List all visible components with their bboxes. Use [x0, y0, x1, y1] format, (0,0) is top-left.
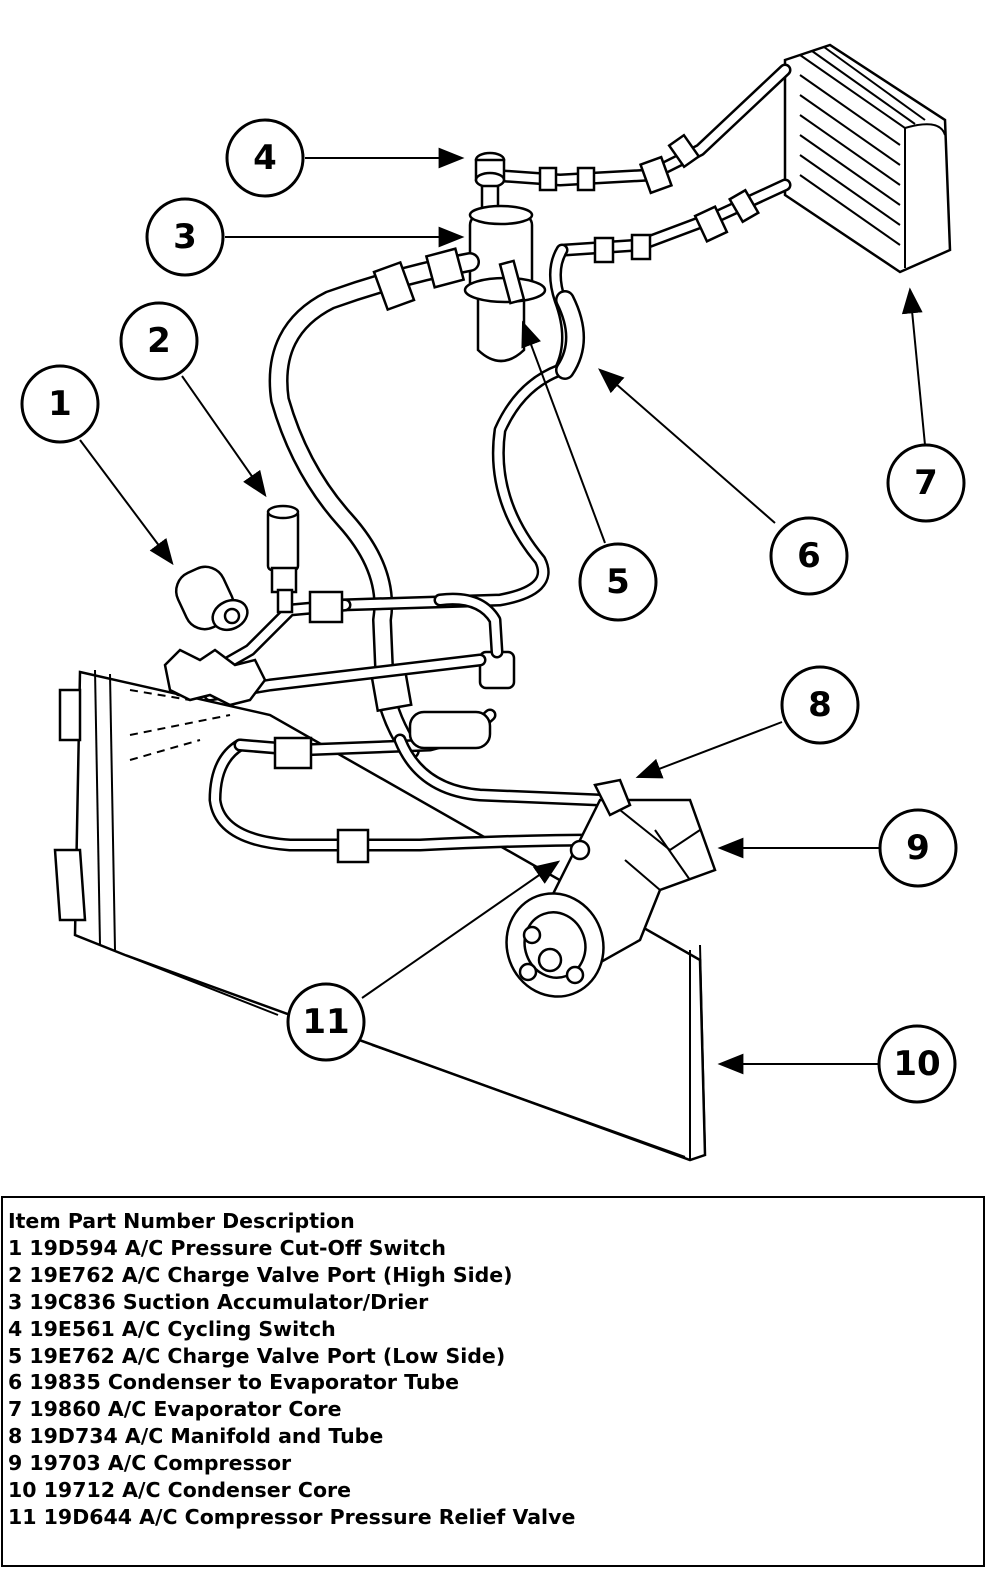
legend-row: 4 19E561 A/C Cycling Switch	[8, 1316, 336, 1341]
callout-9: 9	[878, 808, 958, 888]
svg-text:8: 8	[808, 685, 832, 725]
suction-accumulator	[463, 204, 547, 363]
ac-system-diagram: 1 2 3 4 5 6 7 8 9 10 11	[20, 43, 966, 1162]
legend-row: 3 19C836 Suction Accumulator/Drier	[8, 1289, 429, 1314]
svg-text:11: 11	[302, 1002, 349, 1042]
legend-row: 7 19860 A/C Evaporator Core	[8, 1397, 342, 1422]
legend-row: 1 19D594 A/C Pressure Cut-Off Switch	[8, 1235, 446, 1260]
manifold-and-tube	[208, 592, 607, 864]
compressor	[505, 778, 717, 998]
legend-row: 5 19E762 A/C Charge Valve Port (Low Side…	[8, 1343, 506, 1368]
callout-10: 10	[877, 1024, 957, 1104]
svg-text:7: 7	[914, 463, 938, 503]
charge-valve-port-high-side	[266, 504, 300, 614]
legend-row: 6 19835 Condenser to Evaporator Tube	[8, 1370, 460, 1395]
leader-lines	[79, 147, 926, 1158]
svg-text:6: 6	[797, 536, 821, 576]
svg-text:4: 4	[253, 138, 277, 178]
callout-11: 11	[286, 982, 366, 1062]
callout-2: 2	[119, 301, 199, 381]
legend-header: Item Part Number Description	[8, 1209, 355, 1233]
evaporator-core	[783, 43, 952, 274]
legend-row: 2 19E762 A/C Charge Valve Port (High Sid…	[8, 1262, 513, 1287]
callout-6: 6	[769, 516, 849, 596]
callout-1: 1	[20, 364, 100, 444]
cycling-switch	[474, 151, 506, 218]
legend-row: 9 19703 A/C Compressor	[8, 1451, 292, 1476]
pressure-cut-off-switch	[174, 565, 249, 632]
svg-text:9: 9	[906, 828, 930, 868]
condenser-core	[53, 669, 707, 1162]
condenser-to-evaporator-tube	[333, 243, 585, 612]
callout-4: 4	[225, 118, 305, 198]
callout-3: 3	[145, 197, 225, 277]
high-side-line	[163, 590, 487, 707]
legend-row: 11 19D644 A/C Compressor Pressure Relief…	[8, 1504, 576, 1529]
svg-text:5: 5	[606, 562, 630, 602]
legend-row: 10 19712 A/C Condenser Core	[8, 1478, 352, 1503]
svg-text:1: 1	[48, 384, 72, 424]
parts-legend: Item Part Number Description 1 19D594 A/…	[1, 1196, 985, 1567]
svg-text:10: 10	[893, 1044, 940, 1084]
evaporator-tubes	[483, 63, 792, 264]
legend-row: 8 19D734 A/C Manifold and Tube	[8, 1424, 384, 1449]
callout-8: 8	[780, 665, 860, 745]
svg-text:3: 3	[173, 217, 197, 257]
callout-5: 5	[578, 542, 658, 622]
svg-text:2: 2	[147, 321, 171, 361]
callout-7: 7	[886, 443, 966, 523]
